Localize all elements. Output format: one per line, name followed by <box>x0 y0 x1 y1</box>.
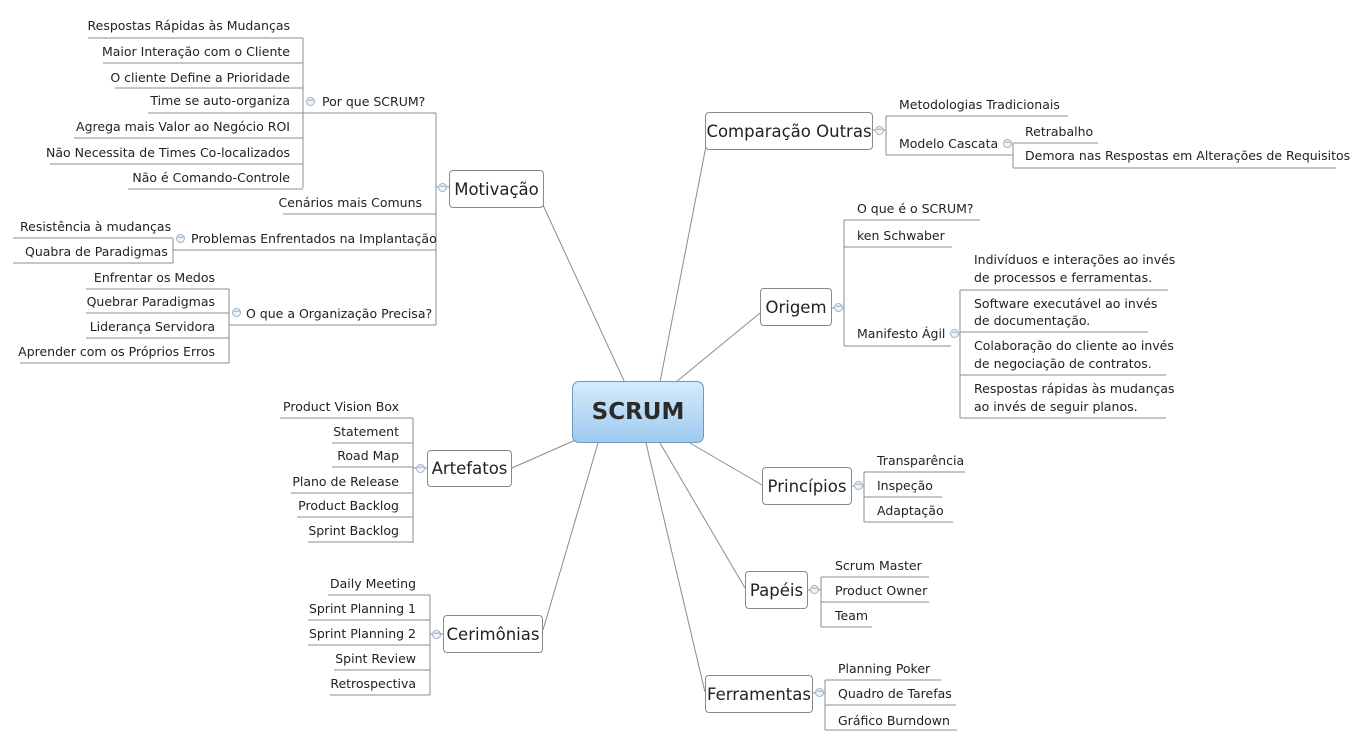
topic-problemas[interactable]: Problemas Enfrentados na Implantação <box>191 231 437 246</box>
topic-item[interactable]: O cliente Define a Prioridade <box>110 70 290 85</box>
branch-ferramentas[interactable]: Ferramentas <box>705 675 813 713</box>
topic-modelo-cascata[interactable]: Modelo Cascata <box>899 136 999 151</box>
topic-item[interactable]: Quebrar Paradigmas <box>86 294 215 309</box>
manifesto-item-3-line-2[interactable]: de negociação de contratos. <box>974 356 1152 371</box>
collapse-icon[interactable]: − <box>416 463 425 473</box>
branch-origem[interactable]: Origem <box>760 288 832 326</box>
topic-cenarios[interactable]: Cenários mais Comuns <box>278 195 422 210</box>
topic-item[interactable]: Liderança Servidora <box>89 319 215 334</box>
topic-manifesto[interactable]: Manifesto Ágil <box>857 326 946 341</box>
topic-item[interactable]: Product Owner <box>835 583 928 598</box>
collapse-icon[interactable]: − <box>854 480 863 490</box>
topic-o-que-e[interactable]: O que é o SCRUM? <box>857 201 974 216</box>
collapse-icon[interactable]: − <box>1003 138 1012 148</box>
collapse-icon[interactable]: − <box>834 302 843 312</box>
manifesto-item-1-line-1[interactable]: Indivíduos e interações ao invés <box>974 252 1176 267</box>
branch-cerimonias[interactable]: Cerimônias <box>443 615 543 653</box>
topic-item[interactable]: Daily Meeting <box>330 576 416 591</box>
topic-item[interactable]: Aprender com os Próprios Erros <box>18 344 215 359</box>
topic-item[interactable]: Transparência <box>877 453 965 468</box>
topic-item[interactable]: Retrabalho <box>1025 124 1094 139</box>
topic-item[interactable]: Product Backlog <box>298 498 399 513</box>
topic-item[interactable]: Product Vision Box <box>283 399 399 414</box>
topic-item[interactable]: Planning Poker <box>838 661 931 676</box>
topic-item[interactable]: Não Necessita de Times Co-localizados <box>46 145 290 160</box>
topic-item[interactable]: Sprint Planning 2 <box>308 626 416 641</box>
topic-item[interactable]: Gráfico Burndown <box>838 713 950 728</box>
topic-item[interactable]: Sprint Backlog <box>308 523 399 538</box>
branch-principios[interactable]: Princípios <box>762 467 852 505</box>
branch-motivacao[interactable]: Motivação <box>449 170 544 208</box>
topic-item[interactable]: Adaptação <box>877 503 944 518</box>
topic-item[interactable]: Resistência à mudanças <box>20 219 172 234</box>
topic-item[interactable]: Team <box>835 608 869 623</box>
topic-item[interactable]: Sprint Planning 1 <box>308 601 416 616</box>
manifesto-item-3-line-1[interactable]: Colaboração do cliente ao invés <box>974 338 1174 353</box>
topic-item[interactable]: Quabra de Paradigmas <box>25 244 168 259</box>
topic-item[interactable]: Time se auto-organiza <box>150 93 290 108</box>
manifesto-item-4-line-2[interactable]: ao invés de seguir planos. <box>974 399 1138 414</box>
branch-comparacao[interactable]: Comparação Outras <box>705 112 873 150</box>
topic-item[interactable]: Agrega mais Valor ao Negócio ROI <box>76 119 290 134</box>
topic-item[interactable]: Enfrentar os Medos <box>93 270 215 285</box>
manifesto-item-4-line-1[interactable]: Respostas rápidas às mudanças <box>974 381 1175 396</box>
topic-item[interactable]: Inspeção <box>877 478 933 493</box>
topic-organizacao[interactable]: O que a Organização Precisa? <box>246 306 433 321</box>
collapse-icon[interactable]: − <box>875 125 884 135</box>
manifesto-item-2-line-1[interactable]: Software executável ao invés <box>974 296 1158 311</box>
collapse-icon[interactable]: − <box>810 584 819 594</box>
branch-artefatos[interactable]: Artefatos <box>427 450 512 487</box>
topic-item[interactable]: Statement <box>333 424 399 439</box>
manifesto-item-2-line-2[interactable]: de documentação. <box>974 313 1091 328</box>
collapse-icon[interactable]: − <box>815 687 824 697</box>
topic-por-que-scrum[interactable]: Por que SCRUM? <box>322 94 426 109</box>
root-node[interactable]: SCRUM <box>572 381 704 443</box>
collapse-icon[interactable]: − <box>438 182 447 192</box>
collapse-icon[interactable]: − <box>176 233 185 243</box>
topic-ken-schwaber[interactable]: ken Schwaber <box>857 228 945 243</box>
collapse-icon[interactable]: − <box>306 96 315 106</box>
topic-item[interactable]: Não é Comando-Controle <box>132 170 290 185</box>
manifesto-item-1-line-2[interactable]: de processos e ferramentas. <box>974 270 1153 285</box>
topic-item[interactable]: Maior Interação com o Cliente <box>101 44 290 59</box>
topic-item[interactable]: Scrum Master <box>835 558 922 573</box>
topic-item[interactable]: Plano de Release <box>292 474 399 489</box>
collapse-icon[interactable]: − <box>950 328 959 338</box>
collapse-icon[interactable]: − <box>432 629 441 639</box>
topic-item[interactable]: Respostas Rápidas às Mudanças <box>87 18 290 33</box>
topic-item[interactable]: Demora nas Respostas em Alterações de Re… <box>1025 148 1351 163</box>
topic-item[interactable]: Retrospectiva <box>330 676 416 691</box>
topic-item[interactable]: Road Map <box>337 448 399 463</box>
topic-metodologias[interactable]: Metodologias Tradicionais <box>899 97 1060 112</box>
topic-item[interactable]: Spint Review <box>335 651 416 666</box>
topic-item[interactable]: Quadro de Tarefas <box>838 686 952 701</box>
branch-papeis[interactable]: Papéis <box>745 571 808 609</box>
collapse-icon[interactable]: − <box>232 307 241 317</box>
